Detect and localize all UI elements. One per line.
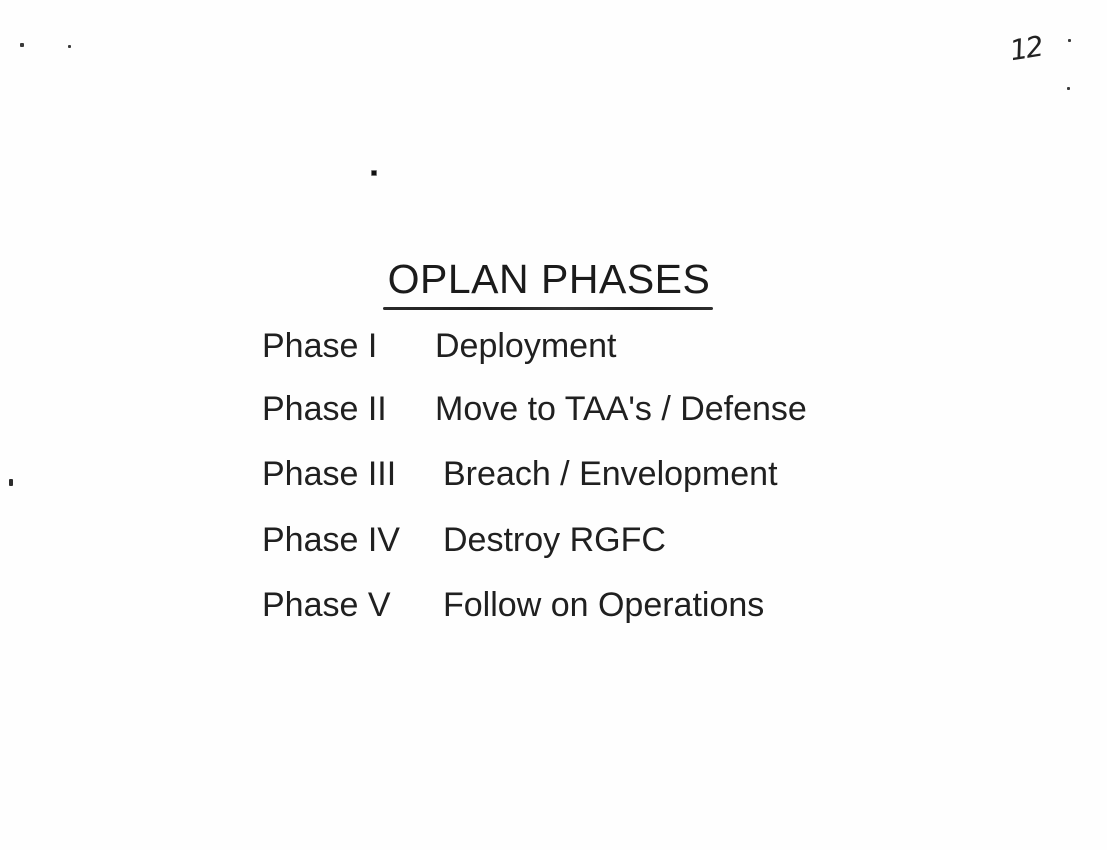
scan-speck bbox=[371, 170, 377, 176]
title-underline bbox=[383, 307, 713, 310]
phase-row: Phase V Follow on Operations bbox=[262, 586, 764, 625]
phase-description: Destroy RGFC bbox=[443, 521, 666, 559]
scan-speck bbox=[20, 43, 24, 47]
phase-label: Phase II bbox=[262, 390, 387, 428]
scan-speck bbox=[9, 479, 13, 486]
phase-description: Deployment bbox=[435, 327, 617, 365]
phase-row: Phase IV Destroy RGFC bbox=[262, 521, 666, 560]
phase-description: Move to TAA's / Defense bbox=[435, 390, 807, 428]
phase-row: Phase III Breach / Envelopment bbox=[262, 455, 778, 494]
scan-speck bbox=[1068, 39, 1071, 42]
scan-speck bbox=[68, 45, 71, 48]
handwritten-page-number: 12 bbox=[1007, 29, 1045, 68]
phase-description: Breach / Envelopment bbox=[443, 455, 778, 493]
phase-row: Phase I Deployment bbox=[262, 327, 616, 366]
phase-description: Follow on Operations bbox=[443, 586, 765, 624]
phase-row: Phase II Move to TAA's / Defense bbox=[262, 390, 807, 429]
phase-label: Phase IV bbox=[262, 521, 400, 559]
scan-speck bbox=[1067, 87, 1070, 90]
phase-label: Phase III bbox=[262, 455, 397, 493]
phase-label: Phase I bbox=[262, 327, 378, 365]
phase-label: Phase V bbox=[262, 586, 391, 624]
title-block: OPLAN PHASES bbox=[383, 256, 715, 310]
page-title: OPLAN PHASES bbox=[387, 256, 711, 302]
